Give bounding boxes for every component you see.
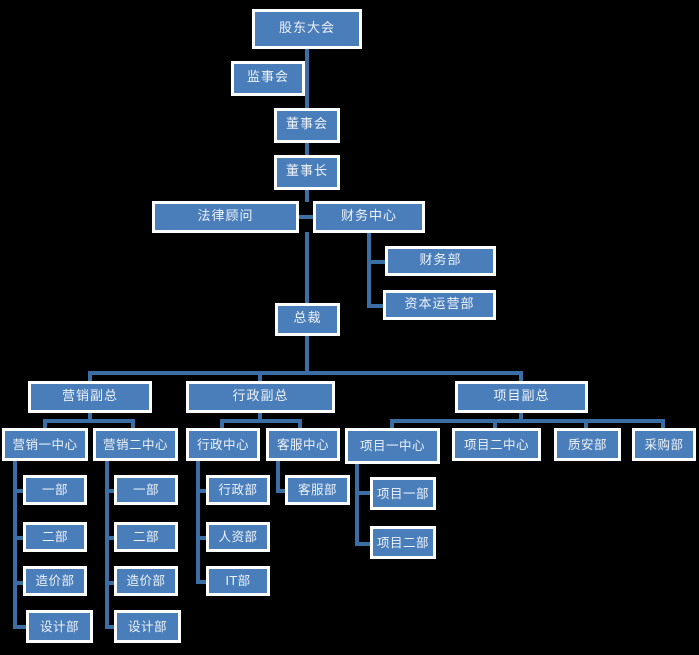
node-legal-counsel[interactable]: 法律顾问 xyxy=(152,201,299,233)
node-finance-dept[interactable]: 财务部 xyxy=(385,246,496,276)
connector-pc1-to-project-dept-2 xyxy=(355,542,372,546)
node-mc1-dept-1[interactable]: 一部 xyxy=(23,475,87,505)
connector-vp-marketing-stem xyxy=(88,412,92,421)
node-chairman[interactable]: 董事长 xyxy=(274,155,340,190)
connector-bar-to-customer-service-center xyxy=(298,419,302,429)
connector-mc1-rail xyxy=(13,460,17,627)
connector-bus-to-vp-marketing xyxy=(88,371,92,381)
node-quality-safety-dept[interactable]: 质安部 xyxy=(554,428,621,461)
node-mc1-cost-dept[interactable]: 造价部 xyxy=(23,566,87,596)
node-mc2-dept-1[interactable]: 一部 xyxy=(114,475,178,505)
node-board-of-supervisors[interactable]: 监事会 xyxy=(231,61,305,96)
connector-admin-center-to-administration-dept xyxy=(196,489,208,493)
node-customer-service-center[interactable]: 客服中心 xyxy=(266,428,340,461)
connector-bus-to-vp-project xyxy=(519,371,523,381)
connector-admin-center-to-hr-dept xyxy=(196,536,208,540)
connector-mc1-to-design-dept xyxy=(13,625,28,629)
connector-chairman-to-exec-row xyxy=(305,189,309,202)
node-project-dept-1[interactable]: 项目一部 xyxy=(370,477,436,510)
connector-mc2-rail xyxy=(105,460,109,627)
connector-mc1-to-cost-dept xyxy=(13,581,25,585)
node-project-center-2[interactable]: 项目二中心 xyxy=(452,428,541,461)
node-mc2-dept-2[interactable]: 二部 xyxy=(114,522,178,552)
connector-exec-row-to-president xyxy=(305,232,309,303)
node-mc2-cost-dept[interactable]: 造价部 xyxy=(114,566,178,596)
node-project-center-1[interactable]: 项目一中心 xyxy=(345,428,440,464)
node-shareholders-meeting[interactable]: 股东大会 xyxy=(252,9,362,49)
node-capital-operation-dept[interactable]: 资本运营部 xyxy=(383,290,496,320)
connector-mc2-to-cost-dept xyxy=(105,581,115,585)
connector-legal-to-trunk xyxy=(296,215,314,219)
connector-bar-to-admin-center xyxy=(220,419,224,429)
connector-mc2-to-dept-1 xyxy=(105,489,115,493)
connector-cs-center-rail xyxy=(276,460,280,491)
connector-cs-center-to-cs-dept xyxy=(276,489,287,493)
connector-bar-to-project-center-2 xyxy=(493,419,497,429)
connector-bar-to-marketing-center-1 xyxy=(43,419,47,429)
node-mc1-design-dept[interactable]: 设计部 xyxy=(26,610,93,643)
connector-bus-to-vp-admin xyxy=(258,371,262,381)
node-mc2-design-dept[interactable]: 设计部 xyxy=(114,610,181,643)
connector-mc2-to-dept-2 xyxy=(105,536,115,540)
node-marketing-center-1[interactable]: 营销一中心 xyxy=(2,428,88,461)
connector-bar-to-quality-safety xyxy=(584,419,588,429)
node-admin-center[interactable]: 行政中心 xyxy=(186,428,260,461)
connector-mc1-to-dept-2 xyxy=(13,536,25,540)
connector-vp-bus-bar xyxy=(88,371,523,375)
node-mc1-dept-2[interactable]: 二部 xyxy=(23,522,87,552)
node-vp-admin[interactable]: 行政副总 xyxy=(186,381,335,413)
connector-vp-project-bar xyxy=(390,419,664,423)
node-project-dept-2[interactable]: 项目二部 xyxy=(370,526,436,559)
node-customer-service-dept[interactable]: 客服部 xyxy=(285,475,350,505)
connector-pc1-to-project-dept-1 xyxy=(355,491,372,495)
connector-board-to-chairman xyxy=(305,142,309,155)
node-marketing-center-2[interactable]: 营销二中心 xyxy=(93,428,178,461)
connector-vp-admin-bar xyxy=(220,419,302,423)
connector-bar-to-procurement xyxy=(661,419,665,429)
node-it-dept[interactable]: IT部 xyxy=(206,566,270,596)
connector-finance-center-to-finance-dept xyxy=(367,260,387,264)
connector-vp-admin-stem xyxy=(258,412,262,421)
node-president[interactable]: 总裁 xyxy=(275,303,340,336)
node-administration-dept[interactable]: 行政部 xyxy=(206,475,270,505)
node-board-of-directors[interactable]: 董事会 xyxy=(274,108,340,143)
connector-vp-marketing-bar xyxy=(43,419,135,423)
node-finance-center[interactable]: 财务中心 xyxy=(313,201,425,233)
node-procurement-dept[interactable]: 采购部 xyxy=(632,428,696,461)
connector-mc2-to-design-dept xyxy=(105,625,115,629)
node-hr-dept[interactable]: 人资部 xyxy=(206,522,270,552)
connector-finance-center-to-capital-dept xyxy=(367,304,385,308)
connector-vp-project-stem xyxy=(519,412,523,421)
connector-project-center-1-rail xyxy=(355,460,359,546)
connector-admin-center-rail xyxy=(196,460,200,582)
connector-bar-to-marketing-center-2 xyxy=(131,419,135,429)
node-vp-marketing[interactable]: 营销副总 xyxy=(28,381,152,413)
connector-bar-to-project-center-1 xyxy=(390,419,394,429)
connector-finance-center-stem xyxy=(367,232,371,307)
connector-admin-center-to-it-dept xyxy=(196,580,208,584)
node-vp-project[interactable]: 项目副总 xyxy=(455,381,588,413)
connector-mc1-to-dept-1 xyxy=(13,489,25,493)
connector-president-to-bus xyxy=(305,335,309,373)
